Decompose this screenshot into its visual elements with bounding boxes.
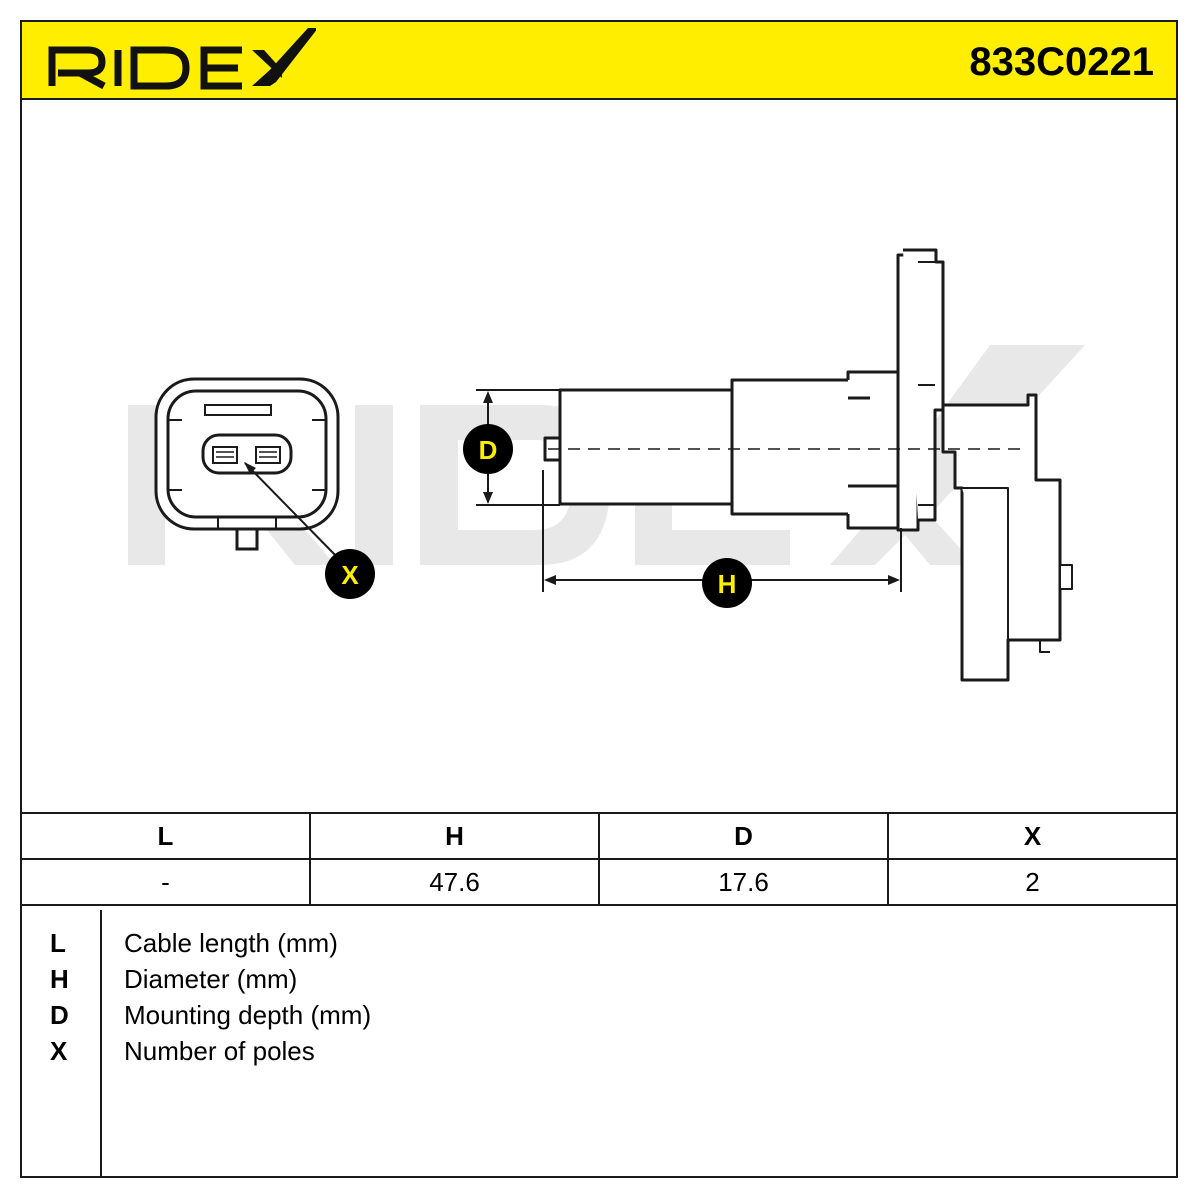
legend-key: L [50, 928, 66, 958]
spec-header-x: X [887, 812, 1178, 860]
legend-desc: Cable length (mm) [124, 928, 338, 958]
callout-d-label: D [479, 435, 498, 465]
legend-desc: Mounting depth (mm) [124, 1000, 372, 1030]
connector-face [154, 377, 341, 561]
spec-value-h: 47.6 [309, 858, 600, 906]
ridex-logo [48, 28, 316, 90]
spec-value-d: 17.6 [598, 858, 889, 906]
callout-d: D [463, 424, 513, 474]
spec-table: L H D X - 47.6 17.6 2 [20, 812, 1178, 906]
legend-divider [100, 910, 102, 1178]
callout-x: X [325, 549, 375, 599]
part-number: 833C0221 [969, 40, 1154, 84]
legend-key: H [50, 964, 69, 994]
callout-h: H [702, 558, 752, 608]
legend-desc: Number of poles [124, 1036, 315, 1066]
spec-header-d: D [598, 812, 889, 860]
spec-table-value-row: - 47.6 17.6 2 [20, 858, 1178, 906]
spec-header-h: H [309, 812, 600, 860]
callout-x-label: X [341, 560, 359, 590]
sensor-body [543, 248, 1073, 682]
legend-key: X [50, 1036, 68, 1066]
header-bar: 833C0221 [20, 20, 1178, 100]
spec-table-header-row: L H D X [20, 812, 1178, 860]
legend-desc: Diameter (mm) [124, 964, 298, 994]
callout-h-label: H [718, 569, 737, 599]
spec-value-x: 2 [887, 858, 1178, 906]
spec-value-l: - [20, 858, 311, 906]
legend: L Cable length (mm) H Diameter (mm) D Mo… [20, 910, 1178, 1178]
spec-header-l: L [20, 812, 311, 860]
legend-key: D [50, 1000, 69, 1030]
